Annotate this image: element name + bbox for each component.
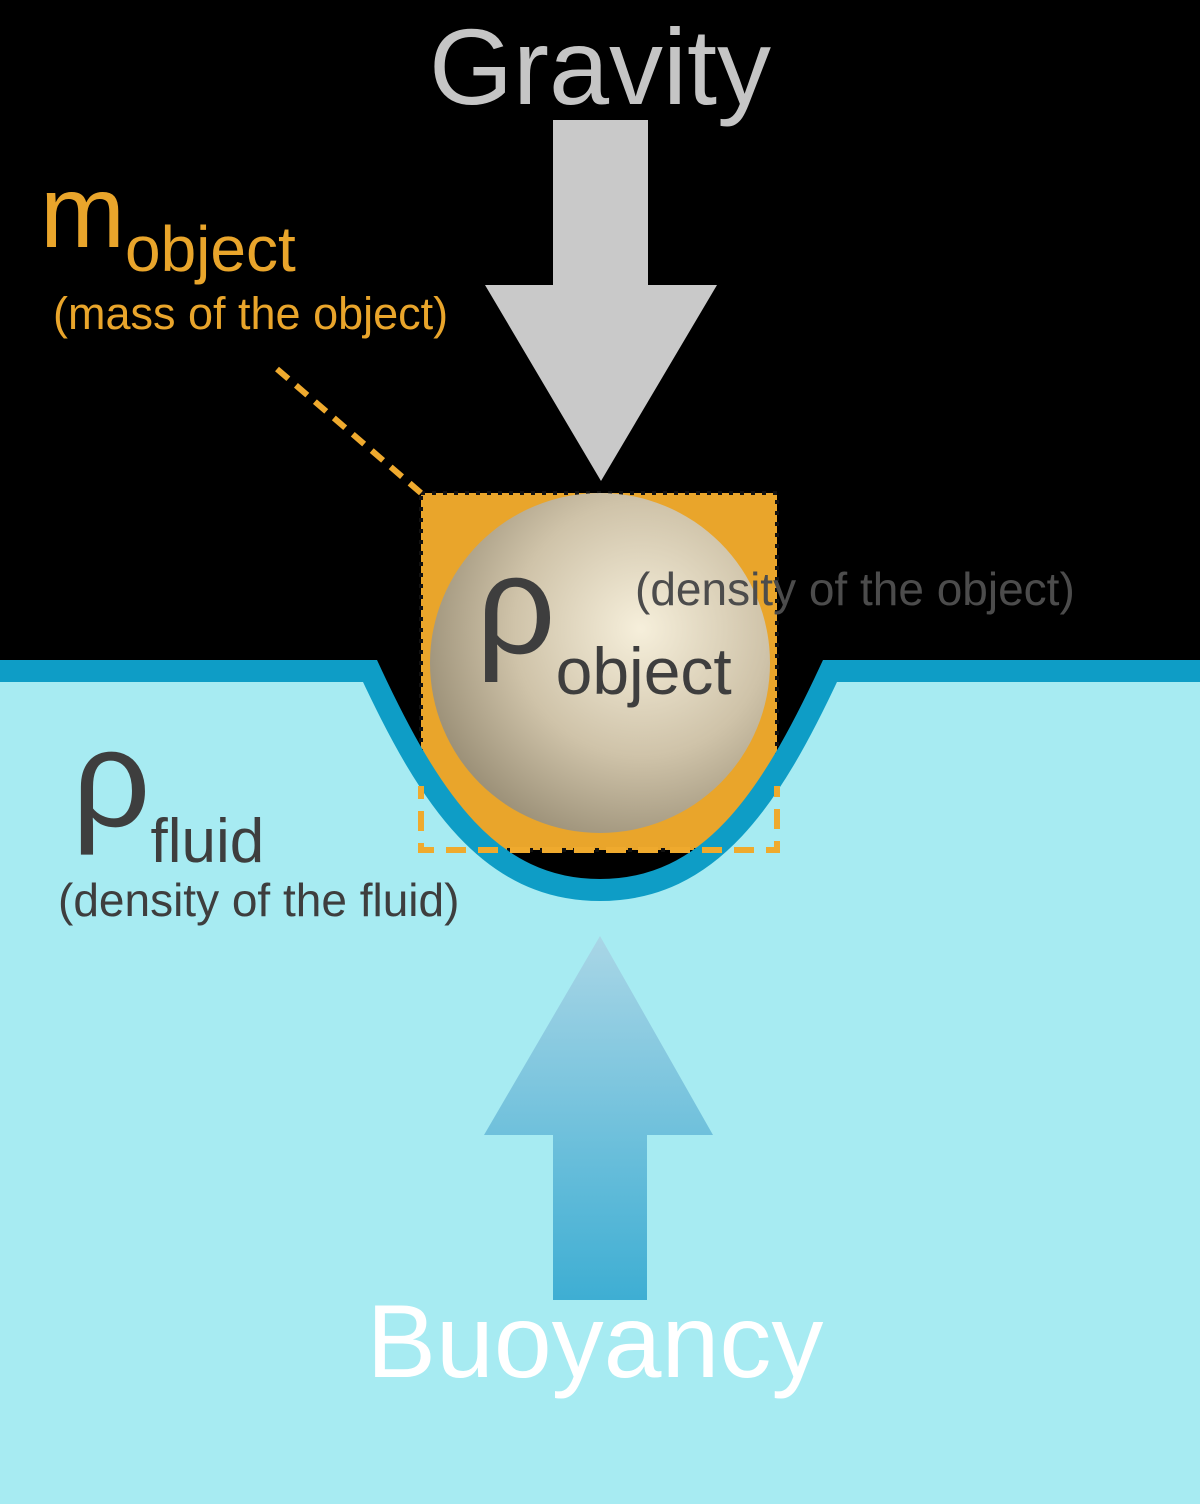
object-sphere <box>430 493 770 833</box>
density-object-caption: (density of the object) <box>635 563 1075 615</box>
buoyancy-arrow-icon <box>484 936 713 1300</box>
buoyancy-title: Buoyancy <box>366 1284 824 1400</box>
density-fluid-symbol: ρ <box>72 702 151 856</box>
density-of-fluid-label: ρfluid <box>72 710 264 873</box>
gravity-arrow-icon <box>485 120 717 481</box>
mass-of-object-label: mobject <box>40 161 296 281</box>
mass-symbol: m <box>40 155 125 269</box>
density-fluid-subscript: fluid <box>150 807 265 876</box>
mass-subscript: object <box>124 213 296 285</box>
gravity-title: Gravity <box>428 6 772 127</box>
density-object-subscript: object <box>555 634 732 708</box>
mass-caption: (mass of the object) <box>53 288 449 339</box>
density-object-symbol: ρ <box>476 526 556 683</box>
mass-label-leader-line <box>275 366 423 496</box>
density-fluid-caption: (density of the fluid) <box>58 874 460 926</box>
fluid-surface-line <box>0 660 1200 902</box>
density-of-object-label: ρobject <box>476 535 732 705</box>
object-volume-dotted-border <box>419 491 779 852</box>
